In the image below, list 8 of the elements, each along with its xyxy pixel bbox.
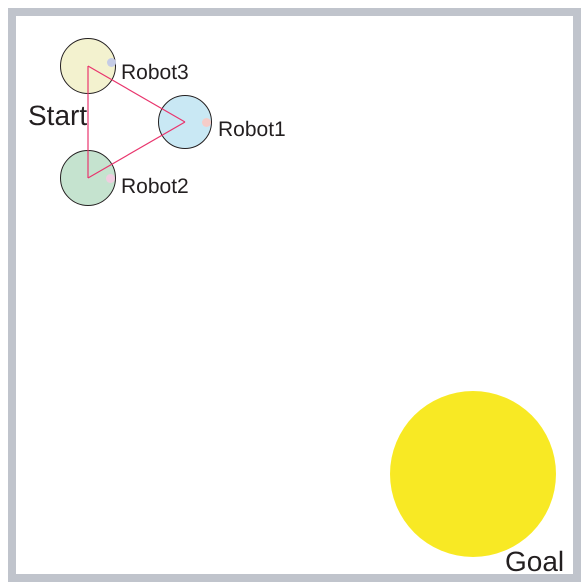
connector-line <box>88 65 186 123</box>
node-label: Robot3 <box>121 62 189 82</box>
node-label: Goal <box>505 548 564 576</box>
node-label: Robot2 <box>121 176 189 196</box>
connector-line <box>87 66 89 178</box>
connector-line <box>88 121 186 179</box>
node-label: Robot1 <box>218 118 286 140</box>
start-label: Start <box>28 102 88 130</box>
